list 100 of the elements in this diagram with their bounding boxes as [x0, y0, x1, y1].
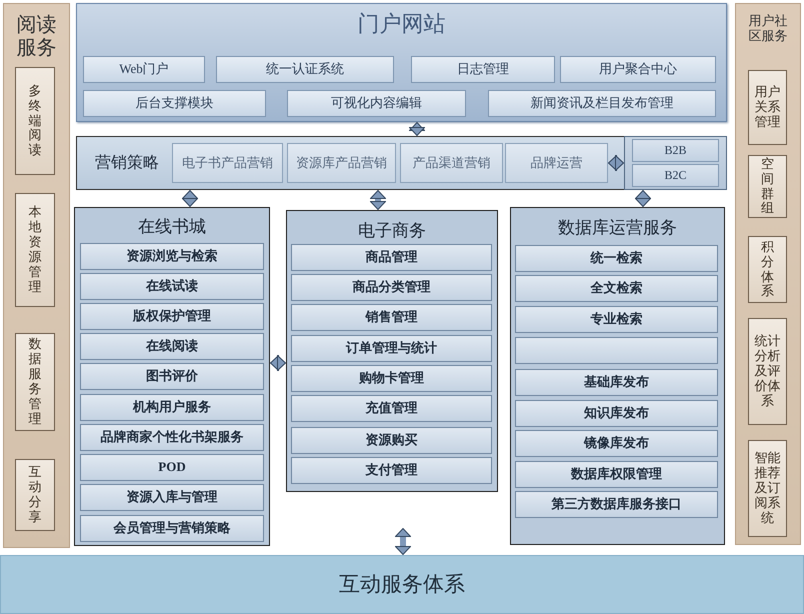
- service-column: [286, 210, 498, 492]
- module-label: 互动分享: [28, 465, 42, 525]
- double-arrow: [182, 190, 198, 207]
- module-label: 用户关系管理: [754, 85, 781, 130]
- panel-title: 阅读服务: [16, 14, 57, 60]
- module-label: 基础库发布: [584, 375, 649, 390]
- module-label: 品牌商家个性化书架服务: [100, 430, 244, 445]
- module-label: 商品分类管理: [352, 280, 430, 295]
- module-box: [15, 67, 55, 175]
- module-box: [15, 333, 55, 431]
- strategy-band: [76, 136, 727, 190]
- column-title: 数据库运营服务: [558, 217, 677, 239]
- module-box: [748, 155, 787, 218]
- module-box: [748, 70, 787, 145]
- portal-panel: [76, 3, 727, 122]
- side-panel: [735, 3, 801, 545]
- module-box: [748, 440, 787, 537]
- module-box: [505, 143, 608, 183]
- module-label: 在线试读: [146, 279, 198, 294]
- module-label: 数据库权限管理: [571, 467, 662, 482]
- column-title: 在线书城: [138, 216, 206, 238]
- module-label: 新闻资讯及栏目发布管理: [530, 96, 674, 111]
- module-label: 空间群组: [760, 156, 774, 216]
- module-label: 订单管理与统计: [346, 341, 437, 356]
- foundation-bar: [0, 555, 804, 614]
- module-box: [80, 515, 264, 542]
- module-label: 积分体系: [760, 240, 774, 300]
- double-arrow: [409, 122, 425, 136]
- module-label: POD: [158, 460, 186, 475]
- module-box: [291, 304, 492, 331]
- module-label: 数据服务管理: [28, 337, 42, 427]
- module-box: [515, 275, 718, 302]
- module-box: [515, 430, 718, 457]
- module-box: [172, 143, 283, 183]
- module-label: 电子书产品营销: [182, 156, 273, 170]
- module-box: [80, 363, 264, 390]
- module-box: [80, 243, 264, 270]
- module-box: [291, 457, 492, 484]
- module-box: [291, 335, 492, 362]
- module-box: [80, 303, 264, 330]
- module-label: 图书评价: [146, 369, 198, 384]
- module-label: 第三方数据库服务接口: [552, 497, 682, 512]
- module-label: 机构用户服务: [133, 400, 211, 415]
- module-label: 产品渠道营销: [412, 156, 490, 170]
- module-box: [515, 306, 718, 333]
- module-box: [515, 400, 718, 427]
- module-box: [291, 244, 492, 271]
- double-arrow: [395, 528, 411, 555]
- double-arrow: [635, 190, 651, 207]
- module-label: 在线阅读: [146, 339, 198, 354]
- module-box: [15, 459, 55, 531]
- module-label: B2B: [664, 144, 686, 158]
- module-label: 资源入库与管理: [126, 490, 218, 505]
- module-label: 可视化内容编辑: [331, 96, 422, 111]
- panel-title: 用户社区服务: [748, 14, 788, 44]
- module-box: [15, 193, 55, 307]
- module-box: [83, 90, 266, 117]
- module-label: 版权保护管理: [133, 309, 211, 324]
- module-box: [80, 424, 264, 451]
- module-label: 品牌运营: [530, 156, 582, 170]
- module-label: 购物卡管理: [359, 371, 424, 386]
- module-box: [748, 318, 787, 425]
- module-label: 商品管理: [366, 250, 418, 265]
- module-label: 镜像库发布: [584, 436, 649, 451]
- module-box: [515, 491, 718, 518]
- module-label: 智能推荐及订阅系统: [754, 451, 781, 526]
- module-box: [560, 56, 716, 83]
- module-label: 资源购买: [366, 433, 418, 448]
- module-box: [632, 164, 719, 187]
- module-box: [291, 274, 492, 301]
- double-arrow: [370, 190, 386, 210]
- module-box: [515, 461, 718, 488]
- module-label: 统计分析及评价体系: [754, 334, 781, 409]
- module-label: 用户聚合中心: [599, 62, 677, 77]
- module-box: [291, 365, 492, 392]
- module-box: [80, 454, 264, 481]
- module-box: [488, 90, 716, 117]
- module-label: 充值管理: [366, 401, 418, 416]
- module-label: 会员管理与营销策略: [114, 521, 230, 536]
- module-box: [80, 484, 264, 511]
- module-label: Web门户: [119, 62, 169, 77]
- module-label: 资源浏览与检索: [126, 249, 218, 264]
- module-box: [411, 56, 555, 83]
- module-label: 多终端阅读: [28, 84, 42, 158]
- side-panel: [3, 3, 70, 548]
- module-label: 日志管理: [457, 62, 509, 77]
- service-column: [74, 207, 270, 546]
- double-arrow: [608, 155, 624, 171]
- module-box: [80, 394, 264, 421]
- module-box: [400, 143, 503, 183]
- module-box: [291, 395, 492, 422]
- module-label: 全文检索: [590, 281, 642, 296]
- module-label: 知识库发布: [584, 406, 649, 421]
- band-title: 营销策略: [95, 153, 159, 174]
- module-label: 统一认证系统: [266, 62, 344, 77]
- module-label: 专业检索: [590, 312, 642, 327]
- module-box: [632, 139, 719, 162]
- module-label: 后台支撑模块: [136, 96, 214, 111]
- double-arrow: [270, 355, 286, 371]
- module-label: 本地资源管理: [28, 205, 42, 295]
